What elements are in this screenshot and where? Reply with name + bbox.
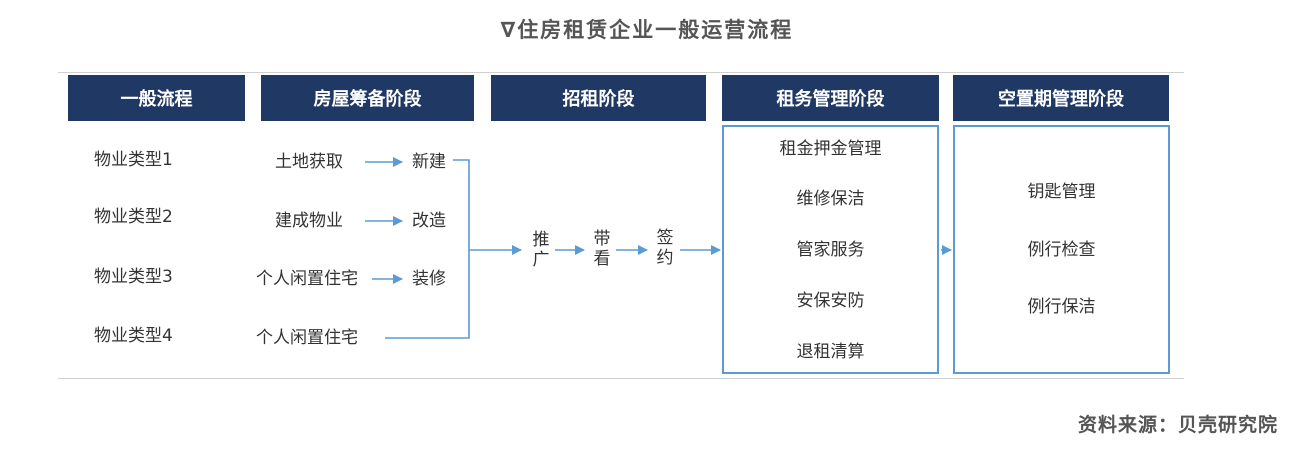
rental-item-butler: 管家服务 (796, 240, 865, 260)
rental-item-maintenance: 维修保洁 (796, 189, 865, 209)
prep-source-idle-3: 个人闲置住宅 (256, 269, 358, 289)
header-preparation-stage: 房屋筹备阶段 (261, 75, 474, 121)
property-type-4: 物业类型4 (94, 326, 173, 346)
rental-item-security: 安保安防 (796, 291, 865, 311)
top-rule (58, 72, 1184, 73)
bottom-rule (58, 378, 1184, 379)
prep-result-new-build: 新建 (412, 152, 446, 172)
property-type-2: 物业类型2 (94, 207, 173, 227)
source-note: 资料来源：贝壳研究院 (1077, 414, 1278, 436)
prep-result-decorate: 装修 (412, 269, 446, 289)
prep-source-built: 建成物业 (275, 211, 343, 231)
vacancy-management-box (953, 125, 1170, 374)
prep-source-land: 土地获取 (275, 152, 343, 172)
header-leasing-stage: 招租阶段 (491, 75, 706, 121)
leasing-step-promotion: 推广 (532, 230, 550, 270)
vacancy-item-cleaning: 例行保洁 (1027, 297, 1096, 317)
vacancy-item-inspection: 例行检查 (1027, 240, 1096, 260)
header-general-process: 一般流程 (68, 75, 245, 121)
header-vacancy-management-stage: 空置期管理阶段 (953, 75, 1169, 121)
property-type-1: 物业类型1 (94, 150, 173, 170)
vacancy-item-keys: 钥匙管理 (1027, 182, 1096, 202)
rental-item-deposit: 租金押金管理 (779, 139, 882, 159)
prep-source-idle-4: 个人闲置住宅 (256, 328, 358, 348)
rental-item-checkout: 退租清算 (796, 342, 865, 362)
diagram-title: ∇住房租赁企业一般运营流程 (500, 18, 794, 42)
header-rental-management-stage: 租务管理阶段 (722, 75, 939, 121)
leasing-step-signing: 签约 (656, 228, 674, 268)
rental-management-box (722, 125, 939, 374)
prep-result-renovate: 改造 (412, 211, 446, 231)
leasing-step-viewing: 带看 (593, 229, 611, 269)
bracket-preparation (385, 159, 470, 339)
property-type-3: 物业类型3 (94, 267, 173, 287)
